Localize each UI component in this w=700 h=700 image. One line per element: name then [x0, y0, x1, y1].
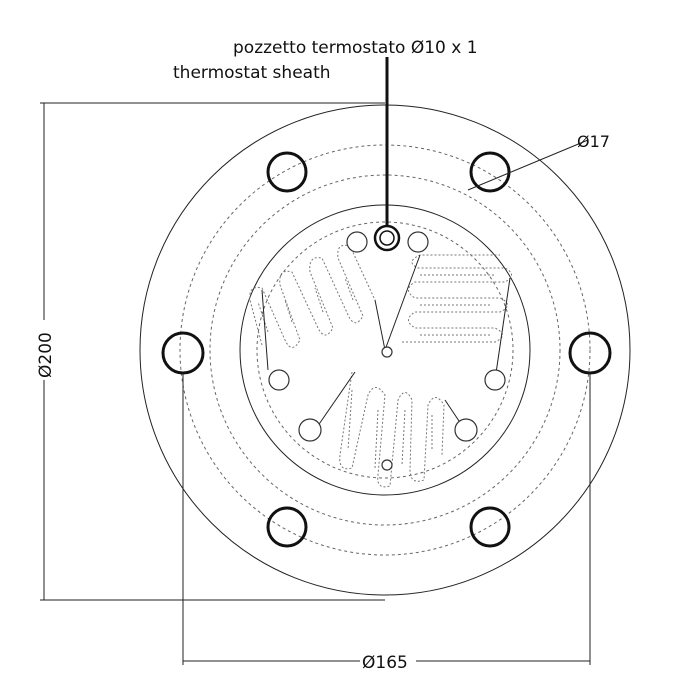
inner-plate-circle	[239, 204, 531, 496]
bolt-hole	[568, 331, 612, 375]
heater-element-right	[402, 254, 512, 343]
bolt-circle-dashed	[179, 144, 591, 556]
bolt-circle-dimension	[182, 373, 591, 665]
center-hole	[381, 346, 393, 358]
bolt-hole	[266, 506, 308, 548]
heater-element-right-inner	[420, 274, 495, 336]
bolt-hole	[266, 151, 308, 193]
inner-plate-dashed	[256, 221, 514, 479]
heater-element-left	[249, 244, 376, 348]
bolt-circle-label-bg	[360, 650, 416, 672]
flange-diameter-label-bg	[32, 320, 56, 380]
flange-diameter-dimension	[40, 102, 385, 601]
thermostat-sheath	[373, 224, 401, 252]
heater-element-left-inner	[257, 277, 354, 333]
flange-diameter-label: Ø200	[36, 332, 56, 378]
terminal-hole	[484, 369, 506, 391]
heater-element-bottom-inner	[347, 389, 433, 469]
heater-guide	[384, 254, 421, 351]
hole-diameter-leader	[467, 139, 589, 191]
sheath-label-italian: pozzetto termostato Ø10 x 1	[233, 38, 478, 58]
terminal-hole	[298, 418, 322, 442]
heater-guide	[494, 277, 511, 381]
hole-diameter-label: Ø17	[577, 132, 610, 151]
bolt-hole	[469, 506, 511, 548]
flange-outer-circle	[139, 104, 631, 596]
terminal-hole	[454, 418, 478, 442]
heater-elements	[249, 244, 512, 488]
inner-dashed-circle	[209, 174, 561, 526]
sheath-label-english: thermostat sheath	[173, 63, 331, 83]
bolt-hole	[469, 151, 511, 193]
terminal-hole	[268, 369, 290, 391]
heater-guide	[314, 371, 356, 431]
terminal-hole	[407, 231, 429, 253]
bolt-circle-label: Ø165	[362, 653, 408, 673]
heater-guide	[374, 299, 386, 351]
bottom-center-hole	[381, 459, 393, 471]
heater-element-bottom	[339, 371, 445, 488]
heater-guide	[261, 289, 269, 371]
sheath-outer	[373, 224, 401, 252]
sheath-inner	[379, 230, 395, 246]
terminal-hole	[346, 231, 368, 253]
terminal-holes	[268, 231, 506, 471]
bolt-hole	[161, 331, 205, 375]
